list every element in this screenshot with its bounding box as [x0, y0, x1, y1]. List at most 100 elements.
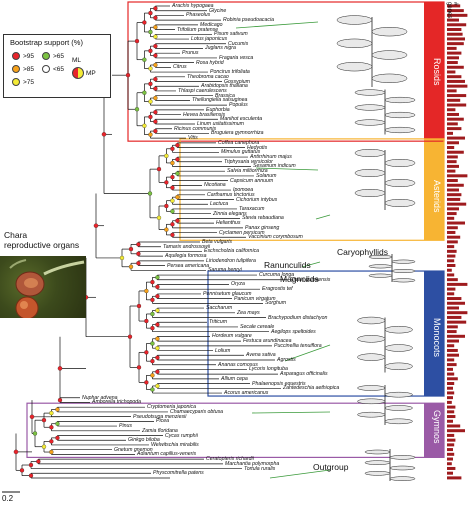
gymnosperm-plant-leaf — [357, 411, 386, 418]
taxon-label: Aquilegia formosa — [165, 253, 207, 260]
support-node — [153, 25, 158, 30]
rosid-plant-1-leaf — [371, 73, 408, 83]
taxon-label: Lotus japonicus — [191, 36, 228, 43]
taxon-label: Medicago — [200, 21, 223, 28]
gene-count-bar — [447, 150, 464, 154]
support-node — [49, 425, 54, 430]
magnolids-label: Magnolids — [280, 274, 319, 284]
taxon-label: Festuca arundinacea — [243, 338, 292, 345]
taxon-label: Zamia floridana — [142, 427, 178, 434]
gene-count-bar — [447, 438, 456, 442]
support-node — [148, 114, 153, 120]
support-node — [170, 222, 175, 227]
taxon-label: Liriodendron tulipifera — [206, 257, 256, 264]
monocots-band-label: Monocots — [432, 318, 442, 358]
gene-count-bar — [447, 122, 458, 126]
support-node — [155, 284, 160, 289]
gene-count-bar — [447, 320, 467, 324]
taxon-label: Elaeis guineensis — [290, 276, 331, 283]
orange-dot-icon — [12, 65, 20, 73]
rosid-plant-1-leaf — [371, 50, 408, 60]
support-node — [134, 107, 140, 112]
gymnosperm-plant-leaf — [357, 385, 386, 391]
gene-count-bar — [447, 301, 465, 305]
support-node — [13, 449, 19, 455]
gene-count-bar — [447, 348, 458, 352]
taxon-label: Antirrhinum majus — [250, 154, 292, 161]
rosid-plant-2-leaf — [354, 89, 386, 96]
taxon-label: Saruma henryi — [208, 267, 242, 274]
taxon-label: Vaccinium corymbosum — [248, 234, 303, 241]
taxon-label: Adiantum capillus-veneris — [137, 451, 197, 458]
gene-count-bar — [447, 405, 456, 409]
support-node — [93, 223, 99, 228]
gene-count-bar — [447, 65, 464, 69]
caryophyllid-plant-leaf — [368, 264, 393, 269]
gene-count-bar — [447, 70, 456, 74]
gene-count-bar — [447, 325, 458, 329]
monocot-plant-1-leaf — [384, 344, 413, 352]
support-node — [155, 369, 160, 374]
taxon-label: Hedyotis — [247, 144, 268, 151]
gene-count-bar — [447, 249, 457, 253]
taxon-label: Secale cereale — [240, 323, 275, 330]
gene-count-bar — [447, 32, 463, 36]
monocot-plant-1-leaf — [384, 362, 413, 371]
taxon-label: Eragrostis tef — [262, 286, 293, 293]
support-node — [150, 341, 155, 346]
gene-count-bar — [447, 56, 459, 60]
gene-count-bar — [447, 462, 452, 466]
support-node — [136, 365, 142, 370]
rosids-box — [127, 1, 445, 142]
taxon-label: Mimulus guttatus — [221, 149, 261, 156]
taxon-label: Manihot esculenta — [220, 116, 263, 123]
taxon-label: Amborella trichopoda — [92, 399, 142, 406]
support-node — [155, 346, 160, 351]
support-node — [36, 459, 41, 464]
gene-count-bar — [447, 79, 465, 83]
support-node — [153, 110, 158, 115]
caryophyllid-plant-leaf — [368, 255, 393, 259]
taxon-label: Zinnia elegans — [213, 210, 247, 217]
support-node — [150, 373, 155, 378]
asterid-plant-leaf — [384, 159, 416, 167]
plant-illustrations — [2, 15, 416, 493]
support-node — [170, 146, 175, 151]
support-node — [164, 227, 169, 232]
taxon-label: Populus — [229, 102, 248, 109]
gene-count-bar — [447, 391, 455, 395]
support-node — [148, 99, 153, 104]
taxon-label: Salvia miltiorrhiza — [227, 168, 268, 175]
rosid-plant-1-leaf — [336, 15, 373, 25]
support-node — [175, 171, 180, 176]
support-node — [144, 350, 149, 355]
support-node — [32, 431, 38, 436]
taxon-label: Capsicum annuum — [230, 177, 274, 184]
taxon-label: Phalaenopsis equestris — [252, 380, 306, 387]
taxon-label: Hevea brasiliensis — [183, 111, 226, 118]
support-node — [142, 123, 147, 128]
gene-count-bar — [447, 94, 467, 98]
support-node — [175, 143, 180, 148]
chara-photo — [0, 256, 86, 318]
support-node — [28, 462, 34, 468]
support-node — [41, 444, 47, 449]
gene-count-bar — [447, 245, 455, 249]
gene-count-bar — [447, 51, 462, 55]
gymnosperm-plant-leaf — [384, 418, 413, 425]
gene-count-bars — [447, 4, 468, 480]
support-node — [175, 157, 180, 162]
clade-bands — [424, 2, 444, 458]
support-node — [170, 209, 175, 214]
gene-count-bar — [447, 311, 468, 315]
support-node — [170, 185, 175, 190]
support-node — [164, 153, 169, 159]
gene-count-bar — [447, 226, 458, 230]
scale-bar-label: 0.2 — [2, 494, 14, 503]
gymnos-band-label: Gymnos — [432, 410, 442, 444]
support-node — [153, 119, 158, 124]
legend-item-85: >85 — [12, 65, 34, 73]
asterid-plant-leaf — [354, 169, 386, 177]
taxon-label: Puccinellia tenuiflora — [274, 342, 322, 349]
support-node — [150, 359, 155, 364]
